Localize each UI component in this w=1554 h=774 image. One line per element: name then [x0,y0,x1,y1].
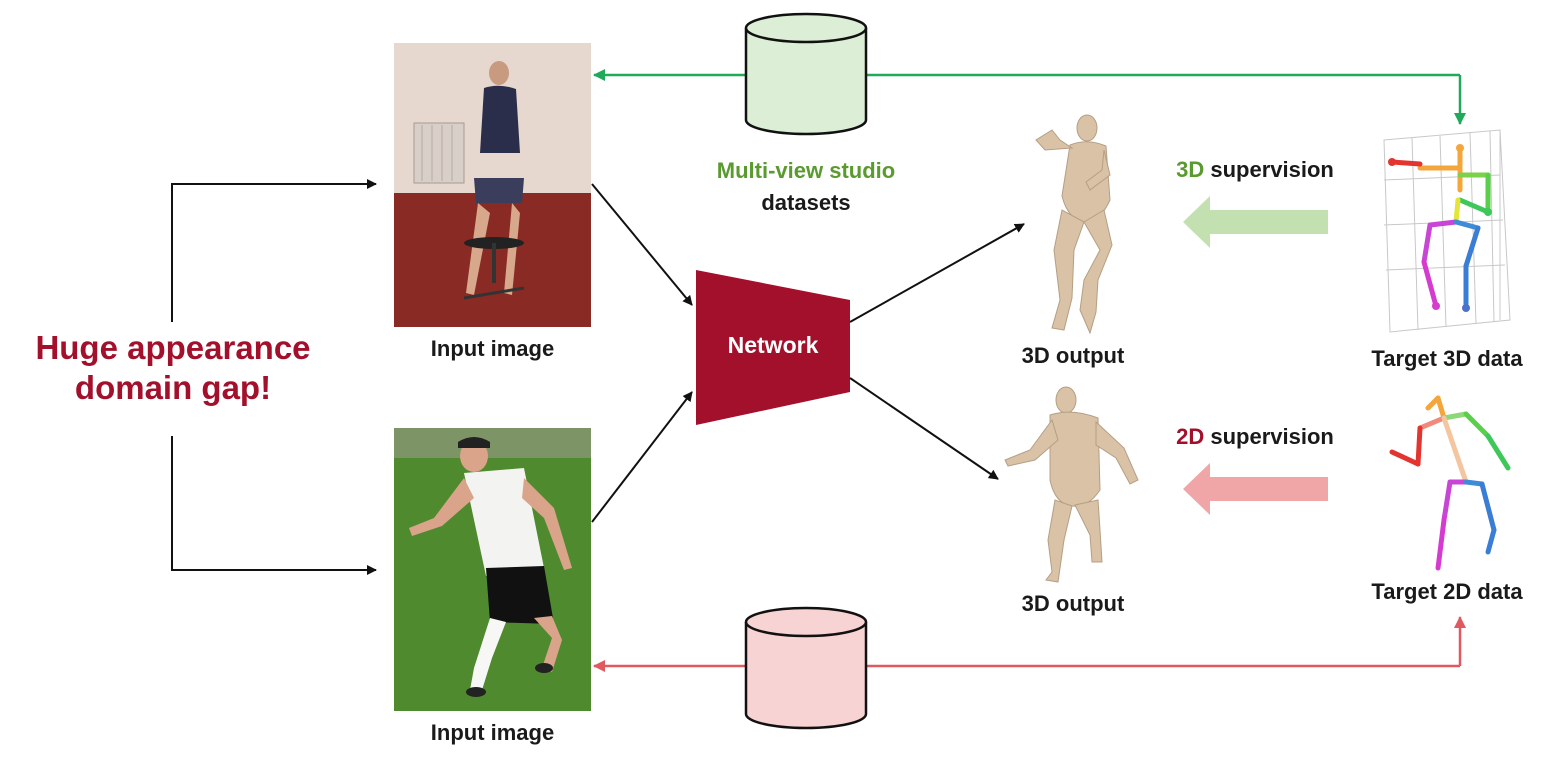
3d-body-mesh-bottom [1004,386,1139,583]
network-label: Network [727,332,819,358]
3d-body-mesh-top [1035,114,1113,335]
2d-supervision-prefix: 2D [1176,424,1205,449]
domain-gap-bracket [171,179,377,575]
input-image-caption-bottom: Input image [430,720,555,745]
target-3d-skeleton-plot [1383,129,1511,333]
input-image-studio [394,43,591,327]
input-image-caption-top: Input image [430,336,555,361]
target-2d-caption: Target 2D data [1371,579,1523,604]
target-2d-skeleton [1389,395,1511,571]
2d-supervision-label: 2D supervision [1160,424,1350,450]
3d-supervision-prefix: 3D [1176,157,1205,182]
target-3d-caption: Target 3D data [1371,346,1523,371]
domain-gap-line2: domain gap! [74,369,272,406]
database-cylinder-icon [744,606,868,730]
3d-supervision-suffix: supervision [1204,157,1334,182]
2d-supervision-suffix: supervision [1204,424,1334,449]
network-block [696,270,850,425]
left-arrow-icon [1183,196,1328,248]
3d-supervision-label: 3D supervision [1160,157,1350,183]
3d-output-caption-bottom: 3D output [1021,591,1125,616]
database-cylinder-icon [744,12,868,136]
left-arrow-icon [1183,463,1328,515]
network-to-output-arrows [849,223,1025,480]
input-image-outdoor [394,428,591,711]
domain-gap-line1: Huge appearance [35,329,311,366]
dataset-label-line2: datasets [761,190,851,215]
dataset-label-line1: Multi-view studio [716,158,896,183]
domain-gap-callout: Huge appearance domain gap! [18,328,328,408]
wild-data-flow-line [593,616,1466,672]
3d-output-caption-top: 3D output [1021,343,1125,368]
image-to-network-arrows [591,183,693,523]
dataset-label: Multi-view studio datasets [690,155,922,219]
studio-data-flow-line [593,69,1466,125]
